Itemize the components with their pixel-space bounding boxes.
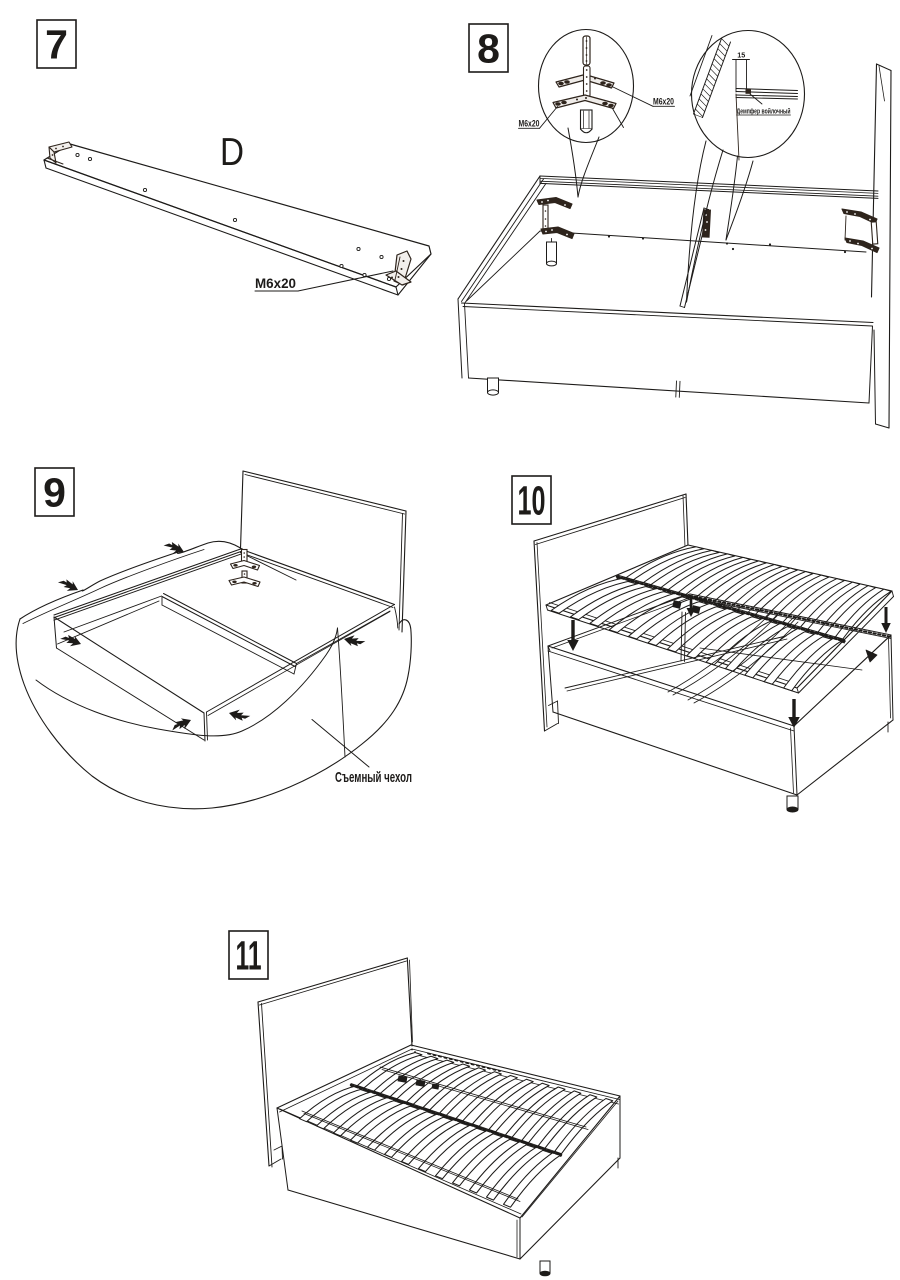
svg-text:15: 15 — [737, 51, 745, 60]
svg-text:11: 11 — [236, 933, 262, 979]
svg-text:Съемный чехол: Съемный чехол — [335, 769, 412, 786]
svg-text:7: 7 — [45, 22, 68, 68]
svg-text:M6x20: M6x20 — [653, 97, 674, 107]
svg-text:9: 9 — [43, 470, 66, 516]
svg-text:8: 8 — [477, 26, 500, 72]
svg-text:D: D — [220, 131, 244, 174]
svg-text:Демпфер войлочный: Демпфер войлочный — [737, 108, 791, 116]
svg-text:10: 10 — [518, 478, 546, 524]
svg-text:M6x20: M6x20 — [255, 276, 296, 291]
svg-text:M6x20: M6x20 — [519, 119, 540, 129]
